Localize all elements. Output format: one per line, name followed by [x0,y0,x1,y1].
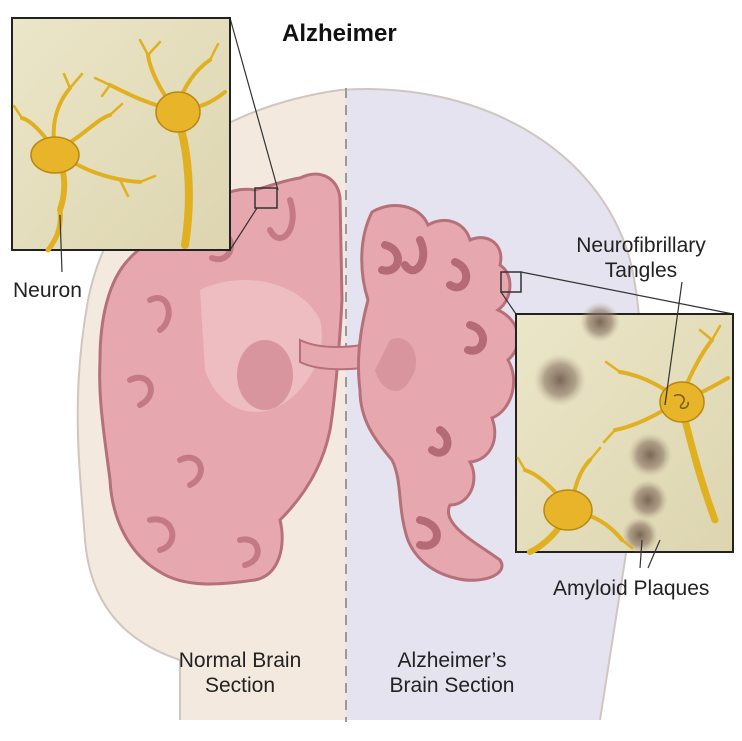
alzheimer-widened-sulci [378,236,487,550]
plaques-label: Amyloid Plaques [553,577,710,600]
normal-brain-section [98,172,344,586]
diagram-title: Alzheimer [282,20,397,47]
normal-zoom-box [254,187,278,209]
neuron-inset [11,17,231,273]
amyloid-plaque-3 [628,433,672,477]
tangles-pointer [664,281,683,406]
amyloid-plaque-1 [534,354,586,406]
normal-section-label-line2: Section [204,674,276,697]
alzheimer-zoom-line-top [520,271,734,315]
alzheimer-section-label: Alzheimer’s Brain Section [372,648,532,698]
neuron-body-2 [155,91,201,133]
amyloid-plaque-4 [628,480,668,520]
tangled-neuron-body-2 [543,489,593,531]
plaques-pointer-2 [647,539,661,569]
alzheimer-enlarged-ventricle [375,338,417,391]
alzheimer-zoom-box [500,271,522,293]
alzheimer-section-label-line2: Brain Section [389,674,515,697]
normal-zoom-line-bottom [229,207,258,251]
pathology-inset [515,281,734,569]
tangles-label-line1: Neurofibrillary [576,234,706,257]
amyloid-plaque-2 [580,302,620,342]
normal-section-label-line1: Normal Brain [178,649,302,672]
normal-section-label: Normal Brain Section [165,648,315,698]
plaques-pointer-1 [639,539,643,569]
alzheimer-brain-section [356,204,522,582]
amyloid-plaque-5 [622,517,658,553]
alzheimer-brain-shape [356,204,520,582]
tangled-neuron-body-1 [659,381,705,423]
normal-zoom-line-top [229,17,279,191]
neuron-inset-frame [11,17,231,251]
tangles-label-line2: Tangles [604,259,678,282]
normal-ventricle-region [237,340,293,410]
neuron-body-1 [30,136,80,174]
alzheimer-section-label-line1: Alzheimer’s [397,649,507,672]
neuron-pointer [59,214,63,273]
tangles-label: Neurofibrillary Tangles [566,233,716,283]
neuron-label: Neuron [13,279,82,302]
tangle-fibrils [673,393,689,409]
alzheimer-zoom-line-bottom [500,291,517,315]
